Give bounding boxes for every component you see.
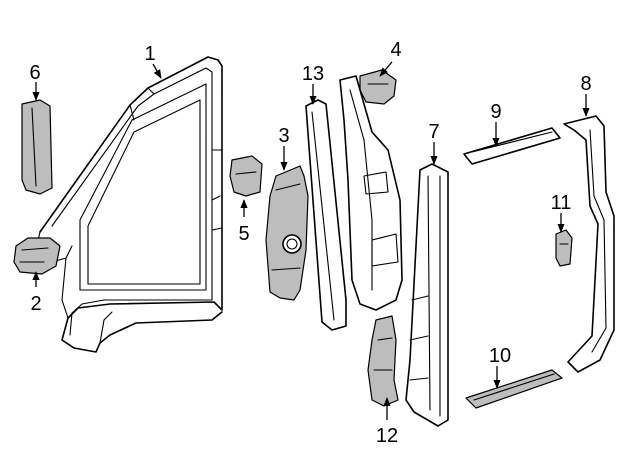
callout-5: 5 xyxy=(238,223,249,245)
part-8-frame xyxy=(563,115,615,373)
callout-10: 10 xyxy=(489,345,511,367)
part-7-pillar xyxy=(405,163,449,427)
callout-6: 6 xyxy=(29,62,40,84)
part-9-plate xyxy=(463,127,561,165)
callout-1: 1 xyxy=(144,43,155,65)
part-12-bracket xyxy=(367,315,399,407)
part-5-bracket xyxy=(229,155,263,197)
leader-1 xyxy=(152,63,162,79)
center-pillar-panel xyxy=(339,75,403,311)
callout-13: 13 xyxy=(302,63,324,85)
leader-lines xyxy=(32,61,590,420)
callout-2: 2 xyxy=(30,293,41,315)
part-10-plate xyxy=(465,369,563,409)
leader-4 xyxy=(379,61,393,77)
callout-labels: 1 2 3 4 5 6 7 8 9 10 11 12 13 xyxy=(29,39,591,447)
callout-3: 3 xyxy=(278,125,289,147)
part-3-reinforcement xyxy=(265,165,309,301)
callout-11: 11 xyxy=(551,192,572,214)
callout-4: 4 xyxy=(390,39,401,61)
callout-7: 7 xyxy=(428,121,439,143)
part-6-trim xyxy=(21,99,53,195)
callout-12: 12 xyxy=(376,425,398,447)
part-2-bracket xyxy=(13,237,61,275)
part-4-bracket xyxy=(359,69,397,105)
callout-9: 9 xyxy=(490,101,501,123)
part-11-clip xyxy=(555,229,573,267)
part-1-door-frame xyxy=(35,56,223,353)
callout-8: 8 xyxy=(580,73,591,95)
part-13-retainer xyxy=(305,99,347,331)
